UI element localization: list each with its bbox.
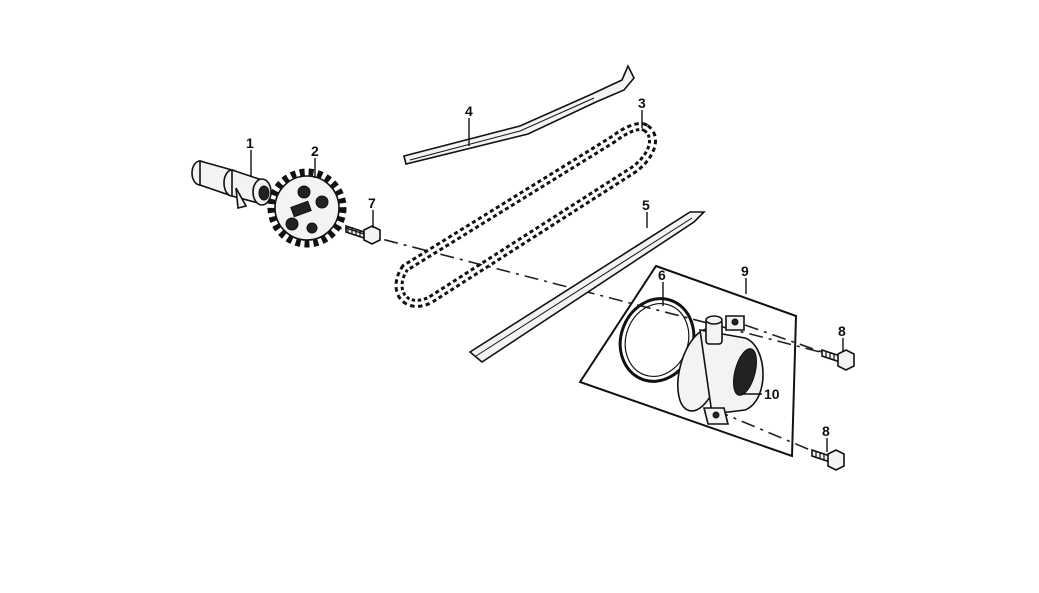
callout-1: 1 — [246, 135, 254, 151]
camshaft — [191, 159, 272, 210]
bolt-axis-line-upper — [744, 324, 823, 353]
callout-8-upper: 8 — [838, 323, 846, 339]
callout-6: 6 — [658, 267, 666, 283]
callout-10: 10 — [764, 386, 780, 402]
bolt-axis-line-lower — [714, 409, 816, 453]
callout-8-lower: 8 — [822, 423, 830, 439]
callout-5: 5 — [642, 197, 650, 213]
tensioner-bolt-lower — [811, 448, 845, 471]
cam-sprocket — [267, 168, 347, 248]
chain-tensioner-slipper — [468, 211, 706, 363]
tensioner-bolt-upper — [821, 348, 855, 371]
callout-9: 9 — [741, 263, 749, 279]
tensioner-assembly-frame — [578, 264, 798, 458]
chain-guide-upper — [403, 64, 635, 165]
tensioner-body — [677, 315, 764, 425]
callout-7: 7 — [368, 195, 376, 211]
callout-3: 3 — [638, 95, 646, 111]
callout-4: 4 — [465, 103, 473, 119]
sprocket-bolt — [345, 224, 381, 245]
callout-2: 2 — [311, 143, 319, 159]
cam-chain — [394, 122, 657, 308]
